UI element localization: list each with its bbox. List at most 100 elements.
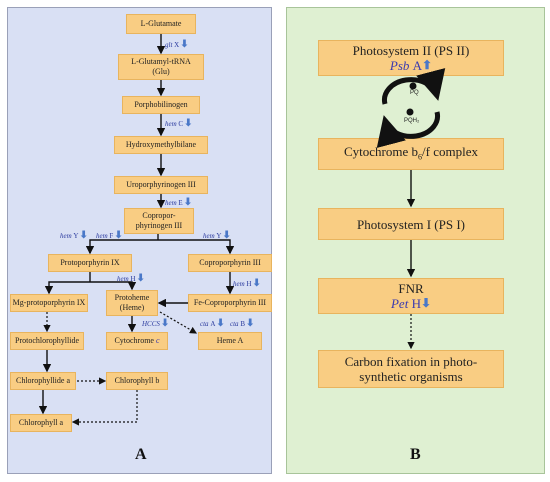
gene-name: Psb: [389, 58, 410, 73]
node-label: FNR: [398, 281, 424, 296]
gene-name: cta: [230, 319, 239, 328]
node-label: /f complex: [422, 143, 478, 159]
node-label: phyrinogen III: [135, 221, 183, 230]
gene-suffix: F: [109, 231, 114, 240]
node-photosystem-ii: Photosystem II (PS II) Psb A⬆: [318, 40, 504, 76]
node-protoheme: Protoheme(Heme): [106, 290, 158, 316]
gene-name: hem: [233, 279, 245, 288]
node-label: Chlorophyll b: [114, 376, 160, 385]
node-protochlorophyllide: Protochlorophyllide: [10, 332, 84, 350]
node-photosystem-i: Photosystem I (PS I): [318, 208, 504, 240]
gene-suffix: A: [412, 58, 423, 73]
gene-hem-y-left: hem Y⬇: [60, 230, 88, 241]
gene-name: hem: [96, 231, 108, 240]
node-label: Coproporphyrin III: [199, 258, 261, 267]
node-fe-coproporphyrin: Fe-Coproporphyrin III: [188, 294, 272, 312]
node-label: Carbon fixation in photo-: [344, 354, 478, 369]
node-label: (Heme): [119, 303, 145, 312]
node-protoporphyrin-ix: Protoporphyrin IX: [48, 254, 132, 272]
gene-suffix: B: [240, 319, 245, 328]
down-arrow-icon: ⬇: [252, 278, 261, 289]
node-label: Hydroxymethylbilane: [125, 140, 197, 149]
gene-suffix: Y: [216, 231, 222, 240]
node-coproporphyrinogen: Copropor-phyrinogen III: [124, 208, 194, 234]
node-label: Cytochrome b: [344, 143, 419, 159]
gene-name: hem: [165, 119, 177, 128]
node-label: Protochlorophyllide: [15, 336, 79, 345]
node-label: c: [155, 336, 160, 345]
gene-hem-y-right: hem Y⬇: [203, 230, 231, 241]
node-cytochrome-b6f: Cytochrome b6/f complex: [318, 138, 504, 170]
node-label: Fe-Coproporphyrin III: [193, 298, 267, 307]
gene-name: hem: [60, 231, 72, 240]
down-arrow-icon: ⬇: [114, 230, 123, 241]
gene-cta-a: cta A⬇: [200, 318, 225, 329]
node-uroporphyrinogen: Uroporphyrinogen III: [114, 176, 208, 194]
node-label-sub: 6: [418, 152, 423, 162]
node-chlorophyll-b: Chlorophyll b: [106, 372, 168, 390]
node-label: Uroporphyrinogen III: [126, 180, 196, 189]
down-arrow-icon: ⬇: [180, 39, 189, 50]
down-arrow-icon: ⬇: [160, 318, 170, 329]
gene-cta-b: cta B⬇: [230, 318, 254, 329]
label-pq: PQ: [410, 90, 419, 96]
down-arrow-icon: ⬇: [183, 197, 193, 208]
down-arrow-icon: ⬇: [136, 273, 145, 284]
panel-b-label: B: [410, 446, 421, 463]
node-label: Protoheme: [114, 293, 150, 302]
gene-hccs: HCCS⬇: [142, 318, 169, 329]
gene-suffix: Y: [73, 231, 79, 240]
gene-name: HCCS: [142, 319, 160, 328]
node-coproporphyrin-iii: Coproporphyrin III: [188, 254, 272, 272]
node-chlorophyllide-a: Chlorophyllide a: [10, 372, 76, 390]
node-fnr: FNR Pet H⬇: [318, 278, 504, 314]
gene-hem-h-left: hem H⬇: [117, 273, 145, 284]
node-porphobilinogen: Porphobilinogen: [122, 96, 200, 114]
down-arrow-icon: ⬇: [216, 318, 225, 329]
node-label: Heme A: [216, 336, 244, 345]
node-carbon-fixation: Carbon fixation in photo- synthetic orga…: [318, 350, 504, 388]
gene-hem-e: hem E⬇: [165, 197, 192, 208]
gene-suffix: H: [130, 274, 136, 283]
down-arrow-icon: ⬇: [184, 118, 193, 129]
node-label: Chlorophyll a: [18, 418, 64, 427]
node-label: Cytochrome: [114, 336, 154, 345]
node-label: Chlorophyllide a: [16, 376, 70, 385]
node-mg-protoporphyrin: Mg-protoporphyrin IX: [10, 294, 88, 312]
node-label: Protoporphyrin IX: [60, 258, 120, 267]
node-label: L-Glutamate: [140, 19, 182, 28]
down-arrow-icon: ⬇: [222, 230, 231, 241]
gene-name: glt: [165, 40, 173, 49]
panel-b: [286, 7, 545, 474]
gene-name: Pet: [390, 296, 409, 311]
node-label: Photosystem I (PS I): [357, 216, 465, 232]
node-label: synthetic organisms: [359, 369, 463, 384]
node-label: L-Glutamyl-tRNA: [131, 57, 191, 66]
node-cytochrome-c: Cytochrome c: [106, 332, 168, 350]
down-arrow-icon: ⬇: [79, 230, 88, 241]
gene-suffix: C: [178, 119, 184, 128]
down-arrow-icon: ⬇: [245, 318, 255, 329]
gene-suffix: A: [210, 319, 216, 328]
node-l-glutamyl-trna: L-Glutamyl-tRNA(Glu): [118, 54, 204, 80]
gene-suffix: H: [246, 279, 252, 288]
down-arrow-icon: ⬇: [420, 296, 432, 310]
gene-suffix: X: [174, 40, 180, 49]
node-label: Photosystem II (PS II): [352, 43, 470, 58]
node-l-glutamate: L-Glutamate: [126, 14, 196, 34]
gene-name: hem: [165, 198, 177, 207]
panel-a-label: A: [135, 446, 147, 463]
node-label: (Glu): [152, 67, 170, 76]
gene-suffix: E: [178, 198, 183, 207]
gene-name: hem: [203, 231, 215, 240]
node-heme-a: Heme A: [198, 332, 262, 350]
node-chlorophyll-a: Chlorophyll a: [10, 414, 72, 432]
gene-hem-c: hem C⬇: [165, 118, 192, 129]
gene-hem-f: hem F⬇: [96, 230, 123, 241]
label-pqh2: PQH₂: [404, 118, 420, 124]
gene-hem-h-right: hem H⬇: [233, 278, 261, 289]
node-label: Copropor-: [142, 211, 176, 220]
node-label: Mg-protoporphyrin IX: [12, 298, 86, 307]
node-label: Porphobilinogen: [134, 100, 188, 109]
gene-glt-x: glt X⬇: [165, 39, 189, 50]
